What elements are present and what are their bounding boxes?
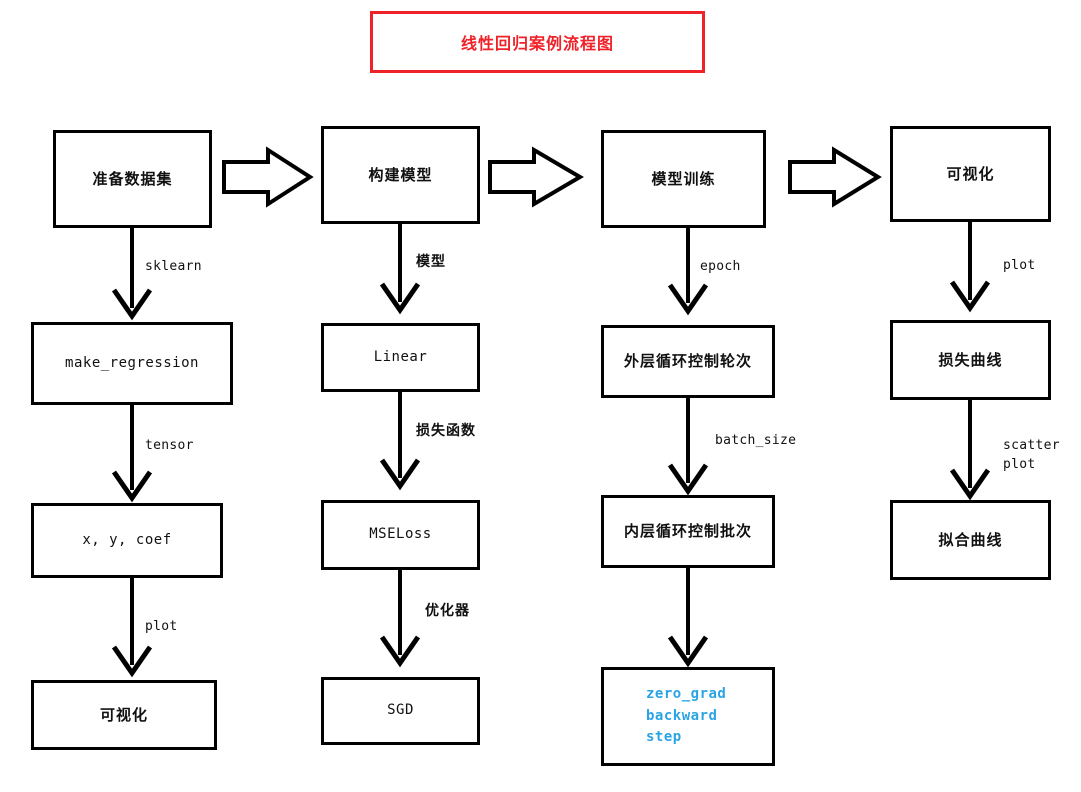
edge-label-model: 模型 <box>416 254 446 270</box>
arrow-c4-2 <box>949 400 991 501</box>
node-label: 可视化 <box>99 705 148 724</box>
edge-label-loss-function: 损失函数 <box>416 423 476 439</box>
node-build-model[interactable]: 构建模型 <box>321 126 480 224</box>
node-label: 模型训练 <box>651 169 716 188</box>
node-label: 可视化 <box>946 164 995 183</box>
edge-label-plot-col4: plot <box>1003 258 1036 273</box>
node-label: SGD <box>387 702 414 719</box>
block-arrow-3 <box>788 146 882 208</box>
edge-label-epoch: epoch <box>700 259 741 274</box>
node-outer-loop[interactable]: 外层循环控制轮次 <box>601 325 775 398</box>
node-visualize-col4[interactable]: 可视化 <box>890 126 1051 222</box>
node-label: 准备数据集 <box>92 169 173 188</box>
node-model-training[interactable]: 模型训练 <box>601 130 766 228</box>
diagram-title-box: 线性回归案例流程图 <box>370 11 705 73</box>
edge-label-optimizer: 优化器 <box>425 603 470 619</box>
edge-label-tensor: tensor <box>145 438 194 453</box>
node-label: 外层循环控制轮次 <box>623 352 752 371</box>
edge-label-plot-col1: plot <box>145 619 178 634</box>
diagram-title-text: 线性回归案例流程图 <box>460 34 614 53</box>
node-optimizer-steps[interactable]: zero_grad backward step <box>601 667 775 766</box>
node-label: 拟合曲线 <box>938 530 1003 549</box>
arrow-c2-2 <box>379 392 421 491</box>
node-mseloss[interactable]: MSELoss <box>321 500 480 570</box>
arrow-c2-1 <box>379 224 421 315</box>
node-visualize-col1[interactable]: 可视化 <box>31 680 217 750</box>
edge-label-batch-size: batch_size <box>715 433 797 448</box>
node-label: MSELoss <box>369 526 432 543</box>
node-label: x, y, coef <box>82 531 172 548</box>
node-linear[interactable]: Linear <box>321 323 480 392</box>
node-label: make_regression <box>65 354 199 371</box>
edge-label-scatter-plot: scatter plot <box>1003 438 1060 472</box>
node-fit-curve[interactable]: 拟合曲线 <box>890 500 1051 580</box>
node-label: 构建模型 <box>368 165 433 184</box>
node-label: 内层循环控制批次 <box>623 522 752 541</box>
node-prepare-dataset[interactable]: 准备数据集 <box>53 130 212 228</box>
block-arrow-2 <box>488 146 584 208</box>
edge-label-sklearn: sklearn <box>145 259 202 274</box>
arrow-c3-3 <box>667 568 709 668</box>
arrow-c4-1 <box>949 222 991 313</box>
arrow-c2-3 <box>379 570 421 668</box>
node-label: Linear <box>373 348 428 365</box>
node-x-y-coef[interactable]: x, y, coef <box>31 503 223 578</box>
block-arrow-1 <box>222 146 314 208</box>
node-label: 损失曲线 <box>938 350 1003 369</box>
node-label: zero_grad backward step <box>646 685 727 746</box>
node-sgd[interactable]: SGD <box>321 677 480 745</box>
node-make-regression[interactable]: make_regression <box>31 322 233 405</box>
node-loss-curve[interactable]: 损失曲线 <box>890 320 1051 400</box>
node-inner-loop[interactable]: 内层循环控制批次 <box>601 495 775 568</box>
arrow-c3-2 <box>667 398 709 496</box>
